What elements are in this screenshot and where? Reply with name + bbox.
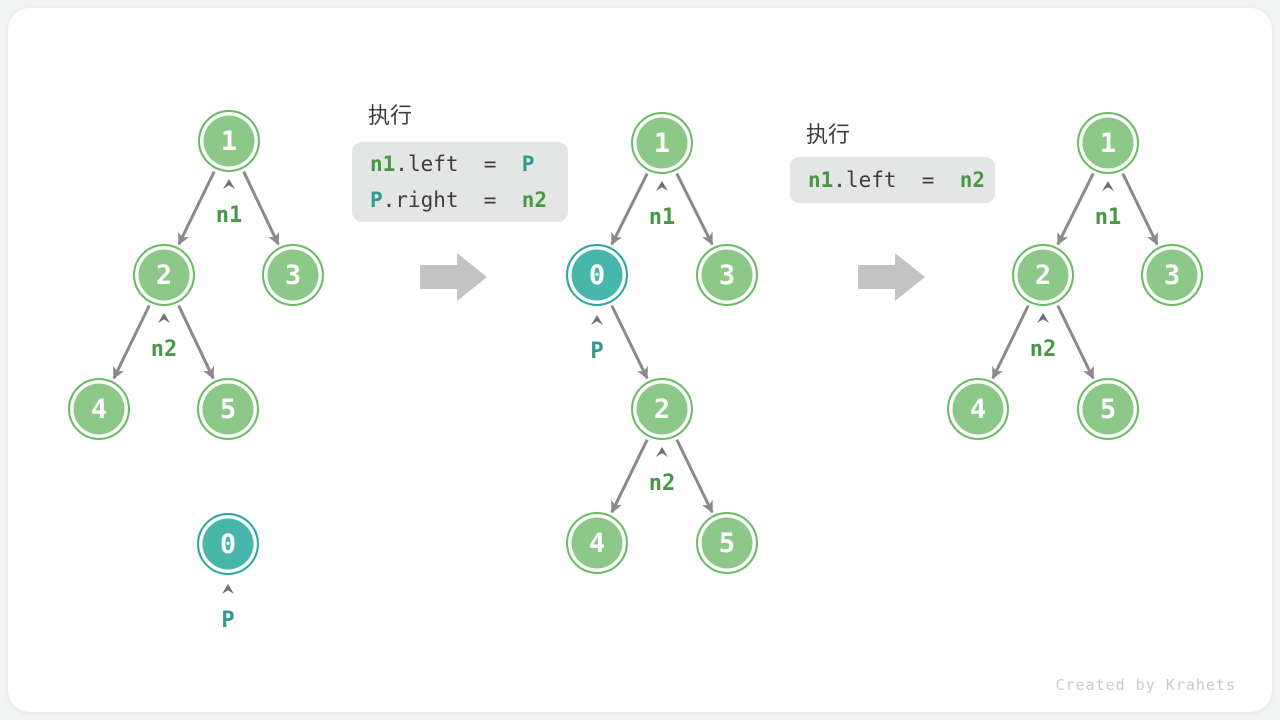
tree1-node-3: 3 <box>262 244 324 306</box>
node-value: 2 <box>1034 259 1052 291</box>
pointer-label-n1: n1 <box>1094 205 1122 230</box>
pointer-label-n2: n2 <box>1029 337 1057 362</box>
tree1-node-2: 2 <box>133 244 195 306</box>
pointer-caret-icon <box>656 181 668 191</box>
tree1-node-1: 1 <box>198 110 260 172</box>
tree2-node-0: 0 <box>566 244 628 306</box>
tree1-node-5: 5 <box>197 378 259 440</box>
node-value: 0 <box>219 528 237 560</box>
node-value: 5 <box>1099 393 1117 425</box>
tree2-node-4: 4 <box>566 512 628 574</box>
pointer-caret-icon <box>223 179 235 189</box>
node-value: 0 <box>588 259 606 291</box>
code-token: .right = <box>382 188 522 212</box>
code-token: n2 <box>521 188 548 212</box>
tree3-node-3: 3 <box>1141 244 1203 306</box>
node-value: 2 <box>653 393 671 425</box>
code-token: n1 <box>808 168 834 192</box>
tree3-node-4: 4 <box>947 378 1009 440</box>
right-block-arrow-icon <box>858 253 925 301</box>
tree1-floating-node-0: 0 <box>197 513 259 575</box>
node-value: 5 <box>219 393 237 425</box>
node-value: 3 <box>718 259 736 291</box>
panel2-code-box: n1.left = n2 <box>790 157 995 203</box>
pointer-caret-icon <box>1102 181 1114 191</box>
code-line: n1.left = P <box>370 146 550 182</box>
code-token: n2 <box>959 168 986 192</box>
pointer-caret-icon <box>591 315 603 325</box>
code-line: n1.left = n2 <box>808 162 985 198</box>
panel1-code-box: n1.left = P P.right = n2 <box>352 142 568 222</box>
node-value: 1 <box>653 127 671 159</box>
code-line: P.right = n2 <box>370 182 550 218</box>
panel2-title: 执行 <box>806 123 851 148</box>
tree3-node-1: 1 <box>1077 112 1139 174</box>
figure-card <box>8 8 1272 712</box>
tree2-node-1: 1 <box>631 112 693 174</box>
tree3-node-2: 2 <box>1012 244 1074 306</box>
pointer-label-n2: n2 <box>648 471 676 496</box>
pointer-label-n1: n1 <box>215 203 243 228</box>
pointer-caret-icon <box>222 584 234 594</box>
tree2-node-5: 5 <box>696 512 758 574</box>
node-value: 3 <box>1163 259 1181 291</box>
tree1-node-4: 4 <box>68 378 130 440</box>
code-token: .left = <box>833 168 960 192</box>
node-value: 1 <box>220 125 238 157</box>
node-value: 2 <box>155 259 173 291</box>
pointer-caret-icon <box>158 313 170 323</box>
pointer-caret-icon <box>1037 313 1049 323</box>
code-token: n1 <box>370 152 396 176</box>
watermark-credit: Created by Krahets <box>1055 676 1236 694</box>
pointer-label-p: P <box>221 608 235 633</box>
node-value: 4 <box>588 527 606 559</box>
node-value: 3 <box>284 259 302 291</box>
code-token: P <box>370 188 383 212</box>
tree2-node-2: 2 <box>631 378 693 440</box>
code-token: P <box>521 152 535 176</box>
code-token: .left = <box>395 152 522 176</box>
node-value: 4 <box>969 393 987 425</box>
pointer-label-p: P <box>590 339 604 364</box>
node-value: 1 <box>1099 127 1117 159</box>
right-block-arrow-icon <box>420 253 487 301</box>
pointer-label-n2: n2 <box>150 337 178 362</box>
node-value: 4 <box>90 393 108 425</box>
tree2-node-3: 3 <box>696 244 758 306</box>
pointer-label-n1: n1 <box>648 205 676 230</box>
node-value: 5 <box>718 527 736 559</box>
panel1-title: 执行 <box>368 104 413 129</box>
tree3-node-5: 5 <box>1077 378 1139 440</box>
pointer-caret-icon <box>656 447 668 457</box>
